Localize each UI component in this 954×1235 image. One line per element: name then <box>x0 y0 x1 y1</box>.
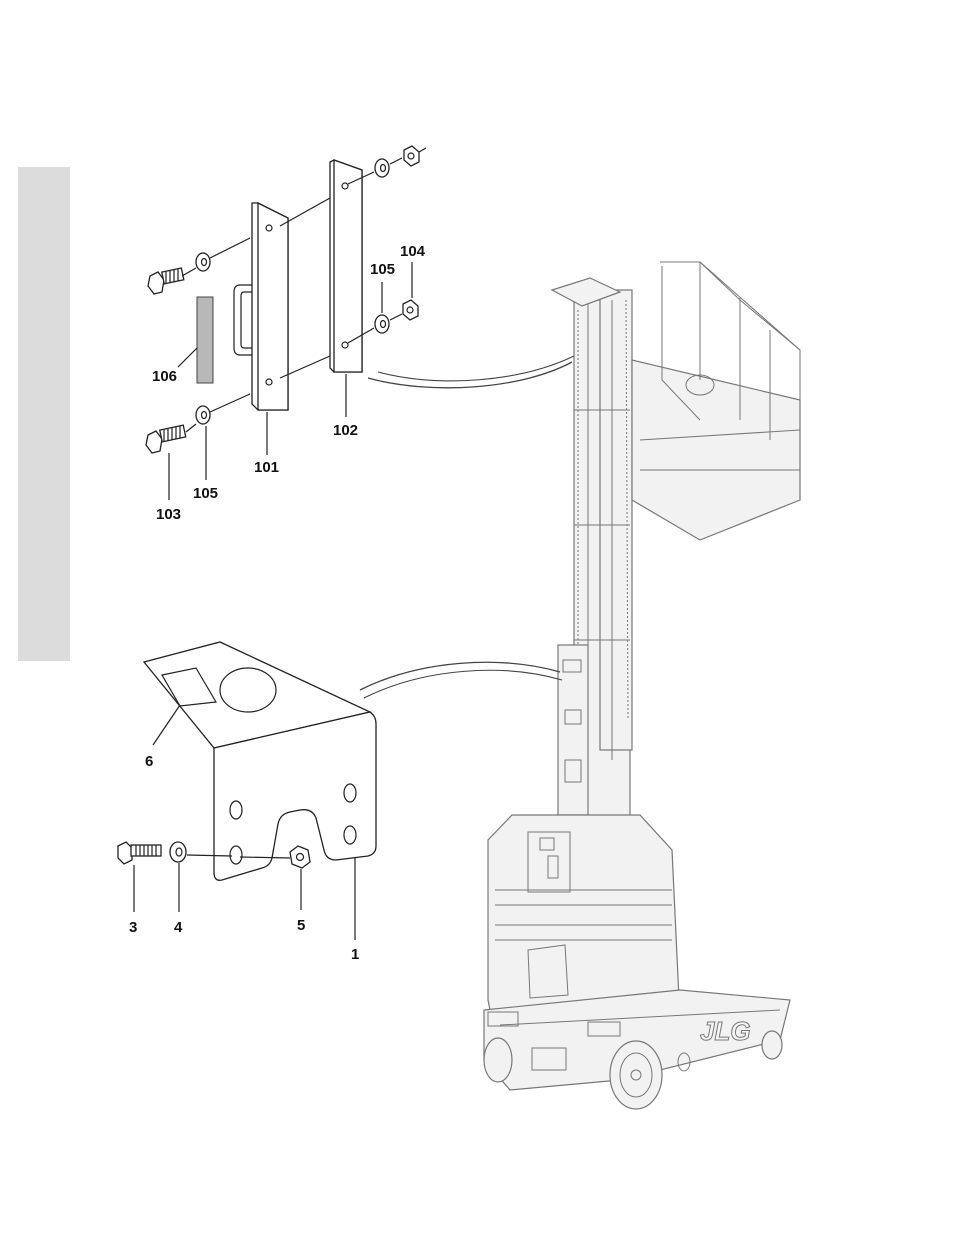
leader-upper-b <box>378 356 574 381</box>
part-105-washer-left-top <box>196 253 210 271</box>
leader-lower-b <box>364 670 562 698</box>
leader-lower <box>360 662 560 690</box>
callout-105-right: 105 <box>370 261 395 278</box>
part-103-bolt-bottom <box>146 425 186 453</box>
callout-105-left: 105 <box>193 485 218 502</box>
callout-103: 103 <box>156 506 181 523</box>
part-105-washer-right-bottom <box>375 315 389 333</box>
callout-1: 1 <box>351 946 359 963</box>
callout-6: 6 <box>145 753 153 770</box>
leader-upper <box>368 362 572 388</box>
callout-101: 101 <box>254 459 279 476</box>
callout-4: 4 <box>174 919 183 936</box>
part-106-decal <box>197 297 213 383</box>
part-103-bolt-top <box>148 268 184 294</box>
jlg-logo: JLG <box>700 1016 751 1046</box>
part-105-washer-left-bottom <box>196 406 210 424</box>
callout-106: 106 <box>152 368 177 385</box>
lift-machine: JLG <box>484 262 800 1109</box>
part-105-washer-right-top <box>375 159 389 177</box>
part-104-nut-top <box>404 146 419 166</box>
part-102-plate <box>330 160 362 372</box>
callout-5: 5 <box>297 917 305 934</box>
callout-104: 104 <box>400 243 426 260</box>
part-104-nut-bottom <box>403 300 418 320</box>
part-5-nut <box>290 846 310 868</box>
part-3-bolt <box>118 842 161 864</box>
callout-102: 102 <box>333 422 358 439</box>
part-101-bracket <box>234 203 288 410</box>
callout-3: 3 <box>129 919 137 936</box>
part-4-washer <box>170 842 186 862</box>
